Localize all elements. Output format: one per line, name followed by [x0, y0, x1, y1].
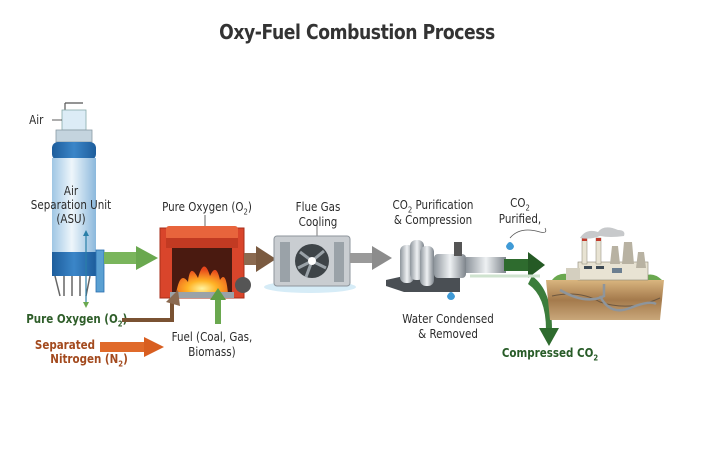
pure-oxygen-top-label: Pure Oxygen (O2) [156, 200, 257, 219]
pure-oxygen-bottom-text: Pure Oxygen (O [26, 312, 118, 326]
purification-label-line1: CO2 Purification [386, 198, 481, 217]
oxygen-flow-arrow [104, 246, 158, 270]
diagram-title: Oxy-Fuel Combustion Process [219, 20, 495, 44]
water-drop-icon [506, 242, 514, 250]
water-condensed-label-line2: & Removed [418, 327, 478, 341]
fuel-label-line1: Fuel (Coal, Gas, [171, 330, 253, 344]
air-label: Air [29, 113, 44, 127]
nitrogen-formula-close: ) [123, 352, 128, 366]
pure-oxygen-bottom-close: ) [122, 312, 128, 326]
co2-purified-label-line2: Purified, [498, 212, 542, 226]
combustion-furnace [159, 215, 251, 299]
compressed-co2-subscript: 2 [593, 353, 599, 363]
nitrogen-formula-subscript: 2 [118, 359, 124, 369]
air-separation-unit [52, 102, 105, 308]
flue-gas-label-line2: Cooling [298, 215, 338, 229]
pure-oxygen-top-subscript: 2 [243, 207, 248, 217]
flue-gas-label-line1: Flue Gas [295, 200, 341, 214]
pure-oxygen-top-text: Pure Oxygen (O [162, 200, 244, 214]
asu-label-line1: Air [63, 184, 79, 198]
flue-gas-arrow [244, 246, 276, 272]
co2-purified-label-line1: CO2 [499, 196, 540, 215]
compressed-co2-arrow [470, 274, 559, 346]
separated-nitrogen-text: Nitrogen [50, 352, 102, 366]
cooled-gas-arrow [350, 246, 392, 270]
co2-purified-subscript: 2 [525, 203, 530, 213]
co2-storage-site [546, 227, 664, 320]
asu-label-line2: Separation Unit [30, 198, 112, 212]
co2-compressor [386, 240, 506, 300]
co2-purified-co-text: CO [510, 196, 526, 210]
purification-text: Purification [412, 198, 474, 212]
separated-nitrogen-label-line1: Separated [34, 338, 96, 352]
purification-co-text: CO [392, 198, 408, 212]
purified-leader-line [509, 227, 547, 239]
asu-label-line3: (ASU) [56, 212, 86, 226]
purification-subscript: 2 [407, 205, 413, 215]
separated-nitrogen-label-line2: Nitrogen (N2) [50, 352, 127, 371]
purified-co2-arrow [504, 252, 545, 278]
purification-label-line2: & Compression [393, 213, 473, 227]
flue-gas-cooler [264, 222, 356, 293]
fuel-label-line2: Biomass) [188, 345, 236, 359]
pure-oxygen-bottom-subscript: 2 [117, 319, 123, 329]
compressed-co2-text: Compressed CO [501, 346, 594, 360]
pure-oxygen-top-close: ) [247, 200, 252, 214]
pure-oxygen-bottom-label: Pure Oxygen (O2) [26, 312, 127, 331]
water-condensed-label-line1: Water Condensed [402, 312, 494, 326]
nitrogen-formula-open: (N [104, 352, 119, 366]
compressed-co2-label: Compressed CO2 [502, 346, 598, 365]
